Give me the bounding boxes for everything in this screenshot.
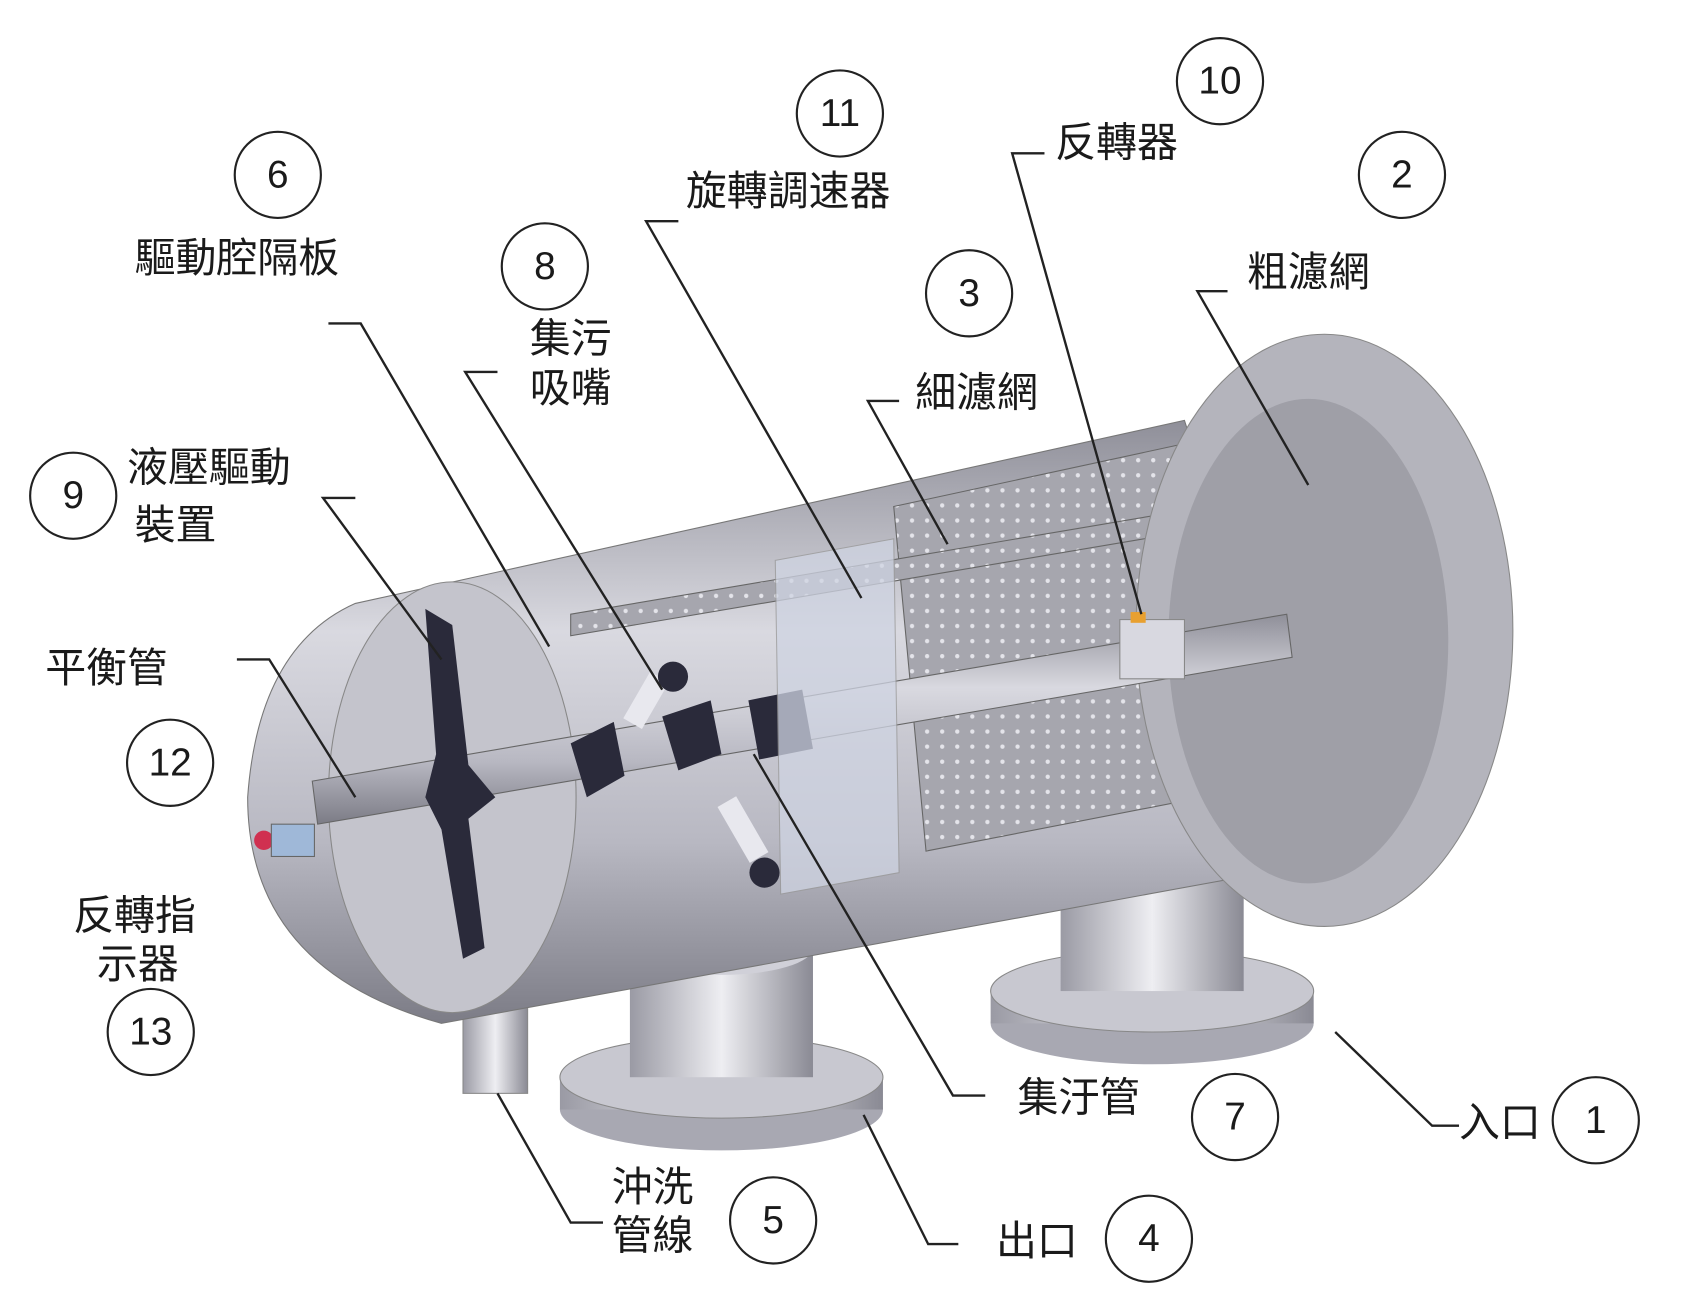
callout-number: 9 [62,474,84,517]
callout-number: 4 [1138,1217,1160,1260]
callout-5: 5 沖洗 管線 [612,1163,818,1265]
speed-regulator [774,538,900,895]
label-flush-line: 管線 [612,1211,694,1259]
callout-number: 10 [1198,60,1241,103]
label-suction-nozzle: 吸嘴 [530,364,612,412]
reverser [1119,619,1185,680]
label-inlet: 入口 [1459,1098,1541,1146]
flush-pipe [462,1006,529,1094]
label-drive-partition: 驅動腔隔板 [135,234,340,282]
callout-number: 13 [129,1010,172,1053]
callout-6: 6 驅動腔隔板 [135,130,340,282]
callout-number: 11 [820,92,860,135]
callout-9: 9 液壓驅動 裝置 [29,444,291,549]
label-reverse-indicator: 反轉指 [73,892,196,940]
callout-1: 1 入口 [1459,1076,1640,1165]
inlet-flange [1135,333,1514,927]
label-hydraulic-drive: 液壓驅動 [127,444,291,492]
label-flush-line: 沖洗 [612,1163,694,1211]
callout-12: 12 平衡管 [45,644,215,807]
callout-number: 2 [1391,153,1413,196]
label-speed-regulator: 旋轉調速器 [686,167,891,215]
label-outlet: 出口 [996,1217,1078,1265]
reverse-indicator-housing [270,823,315,858]
callout-number: 1 [1585,1099,1607,1142]
callout-3: 3 細濾網 [915,249,1038,416]
label-reverser: 反轉器 [1055,119,1178,167]
label-collector-pipe: 集汙管 [1018,1074,1141,1122]
callout-2: 2 粗濾網 [1247,130,1447,296]
callout-number: 3 [958,272,980,315]
label-coarse-screen: 粗濾網 [1247,248,1370,296]
callout-4: 4 出口 [996,1194,1194,1283]
reverse-indicator [254,830,274,851]
label-suction-nozzle: 集污 [530,315,612,363]
label-fine-screen: 細濾網 [915,368,1038,416]
filter-illustration [247,333,1514,1151]
callout-11: 11 旋轉調速器 [686,69,891,215]
callout-number: 6 [267,153,289,196]
callout-10: 10 反轉器 [1055,37,1265,167]
leader-lines [236,152,1460,1246]
label-balance-pipe: 平衡管 [45,644,168,692]
callout-number: 5 [762,1199,784,1242]
callout-number: 8 [534,245,556,288]
hydraulic-drive [425,608,496,959]
inlet-pipe [990,851,1315,1065]
callout-7: 7 集汙管 [1018,1072,1280,1162]
callout-8: 8 集污 吸嘴 [500,222,612,412]
callout-number: 12 [149,741,192,784]
callout-13: 13 反轉指 示器 [73,892,196,1077]
label-reverse-indicator: 示器 [97,940,179,988]
reverser-marker [1130,612,1146,623]
callout-number: 7 [1224,1096,1246,1139]
label-hydraulic-drive: 裝置 [135,501,217,549]
